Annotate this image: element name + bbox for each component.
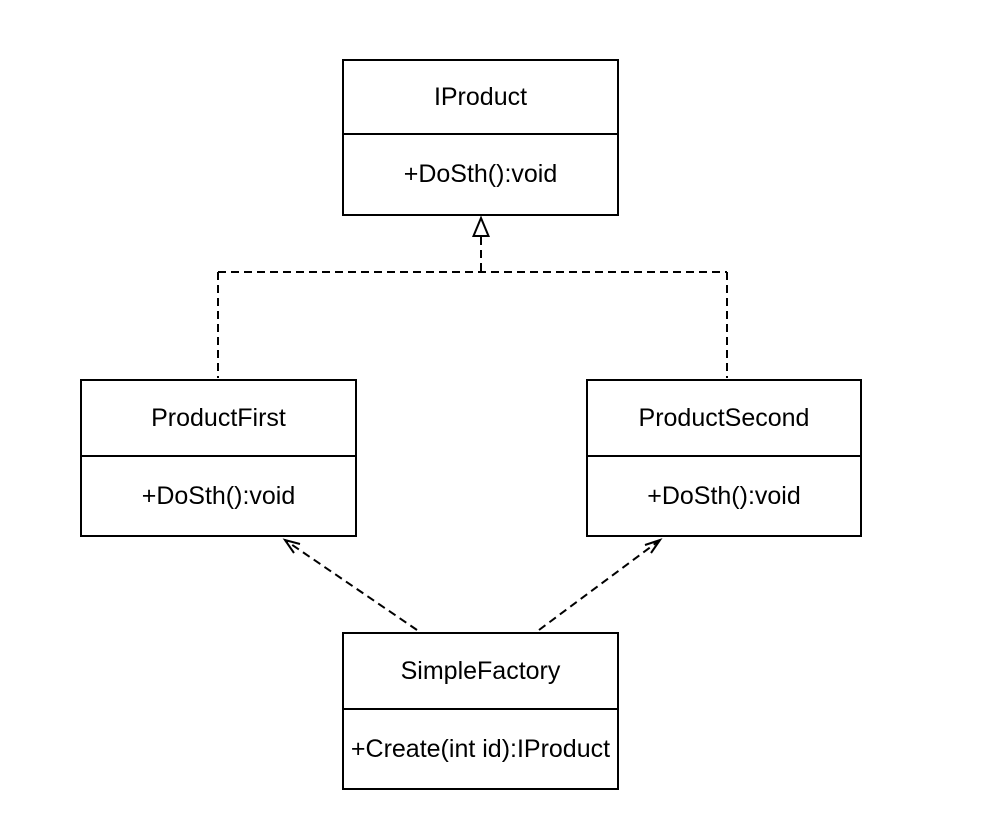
realization-connector [217,215,728,378]
dependency-right-line [538,539,661,631]
class-box-iproduct: IProduct +DoSth():void [342,59,619,216]
open-arrowhead-icon [644,538,663,554]
hollow-triangle-arrowhead-icon [472,215,490,237]
class-name: SimpleFactory [344,634,617,710]
class-name: IProduct [344,61,617,135]
class-method: +DoSth():void [403,160,558,188]
class-method: +DoSth():void [141,481,296,510]
class-box-product-first: ProductFirst +DoSth():void [80,379,357,537]
class-box-product-second: ProductSecond +DoSth():void [586,379,862,537]
class-name: ProductSecond [588,381,860,457]
class-method: +DoSth():void [647,481,801,510]
class-box-simple-factory: SimpleFactory +Create(int id):IProduct [342,632,619,790]
dependency-left-line [284,539,418,631]
class-method: +Create(int id):IProduct [350,734,611,763]
open-arrowhead-icon [282,538,301,554]
dependency-arrow-right [538,538,663,631]
dependency-arrow-left [282,538,418,631]
class-name: ProductFirst [82,381,355,457]
